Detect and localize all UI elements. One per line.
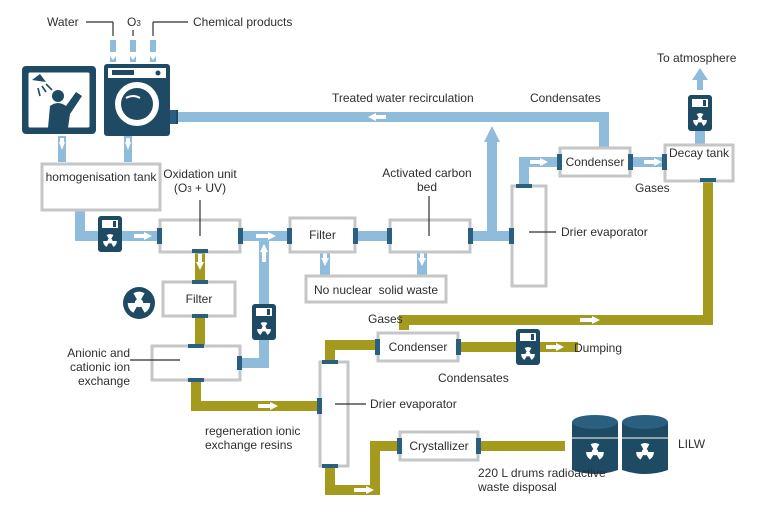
drier-evaporator-bottom-label: Drier evaporator — [370, 397, 457, 411]
condensates-bottom-label: Condensates — [438, 371, 509, 385]
drier-evaporator-top-label: Drier evaporator — [561, 225, 648, 239]
anionic-cationic-label: Anionic and cationic ion exchange — [67, 346, 130, 388]
water-label: Water — [47, 15, 79, 29]
homogenisation-tank-label: homogenisation tank — [45, 170, 157, 184]
lilw-label: LILW — [678, 437, 706, 451]
shower-icon — [22, 66, 96, 134]
filter-top-label: Filter — [309, 228, 336, 242]
no-nuclear-solid-waste-label: No nuclear solid waste — [313, 283, 439, 297]
gases-bottom-label: Gases — [368, 312, 403, 326]
filter-left-label: Filter — [185, 292, 213, 306]
decay-tank-label: Decay tank — [668, 146, 730, 160]
chemical-products-label: Chemical products — [193, 15, 293, 29]
ozone-label: O3 — [127, 15, 141, 29]
oxidation-unit-label: Oxidation unit(O3 + UV) — [163, 167, 237, 195]
dumping-label: Dumping — [574, 341, 623, 355]
to-atmosphere-label: To atmosphere — [657, 51, 737, 65]
condenser-bottom-label: Condenser — [388, 340, 448, 354]
condenser-top-label: Condenser — [565, 155, 625, 169]
condensates-top-label: Condensates — [530, 91, 601, 105]
drums-label: 220 L drums radioactive waste disposal — [478, 466, 606, 494]
treated-water-recirculation-label: Treated water recirculation — [332, 91, 474, 105]
gases-top-label: Gases — [635, 181, 670, 195]
washing-machine-icon — [104, 64, 178, 136]
radiation-symbol-icon — [123, 287, 155, 319]
crystallizer-label: Crystallizer — [409, 439, 469, 453]
waste-drum-icon — [572, 415, 668, 474]
regeneration-resins-label: regeneration ionic exchange resins — [205, 424, 301, 452]
activated-carbon-bed-label: Activated carbon bed — [382, 166, 472, 194]
